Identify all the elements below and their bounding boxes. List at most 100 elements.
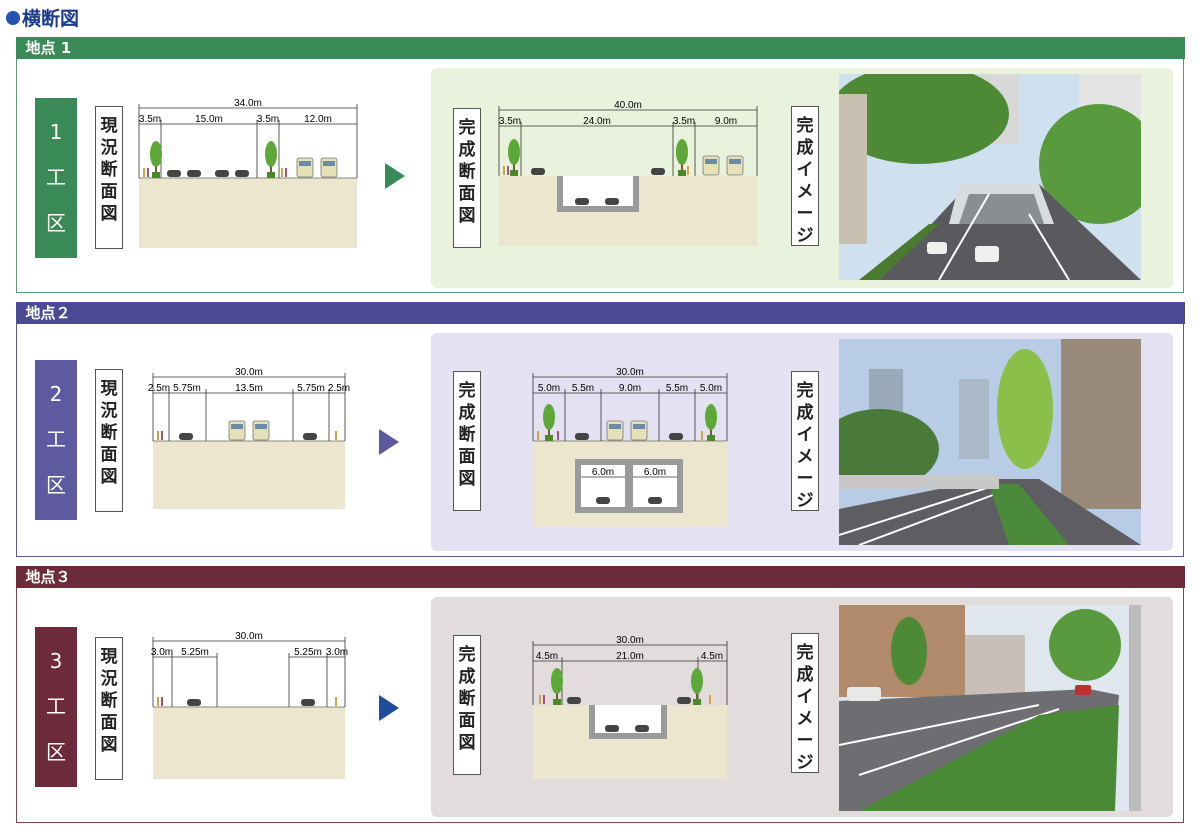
section-1: 地点 1 1 工 区 現 況 断 面 図 34.0m 3.5m 15.0m 3.… (15, 36, 1185, 293)
dim-seg: 9.0m (715, 116, 737, 127)
label-char: 完 (796, 116, 814, 136)
label-char: ー (796, 731, 814, 751)
dim-seg: 24.0m (583, 116, 611, 127)
work-zone-number: 2 (49, 382, 63, 407)
completion-image-3 (839, 605, 1141, 811)
work-zone-char: 区 (46, 739, 66, 764)
bus-icon (606, 420, 648, 441)
work-zone-char: 工 (46, 693, 66, 718)
car-icon (575, 433, 683, 440)
dim-seg: 3.0m (151, 647, 173, 658)
car-icon (596, 497, 662, 504)
dim-total: 30.0m (235, 631, 263, 642)
bus-icon (296, 157, 338, 178)
label-char: 面 (100, 182, 118, 202)
dim-seg: 5.0m (700, 383, 722, 394)
label-char: 完 (796, 643, 814, 663)
tree-icon (150, 141, 162, 178)
label-char: 成 (458, 667, 476, 687)
dim-total: 30.0m (616, 367, 644, 378)
label-char: 断 (100, 423, 118, 443)
label-char: 成 (458, 140, 476, 160)
dim-seg: 13.5m (235, 383, 263, 394)
arrow-right-icon (379, 695, 399, 721)
tree-icon (265, 141, 277, 178)
label-char: 現 (100, 379, 118, 399)
label-char: 成 (796, 665, 814, 685)
current-section-label: 現 況 断 面 図 (95, 369, 123, 512)
tunnel-dim: 6.0m (644, 467, 666, 478)
label-char: ジ (796, 226, 814, 246)
ground (153, 441, 345, 509)
dim-seg: 3.5m (499, 116, 521, 127)
section-3: 地点３ 3 工 区 現 況 断 面 図 30.0m 3.0m 5.25m 5.2… (15, 565, 1185, 823)
label-char: 完 (796, 381, 814, 401)
work-zone-char: 工 (46, 426, 66, 451)
page-title-text: 横断図 (22, 8, 80, 30)
label-char: 現 (100, 116, 118, 136)
finished-section-label: 完 成 断 面 図 (453, 635, 481, 775)
completion-image-2 (839, 339, 1141, 545)
label-char: 成 (796, 138, 814, 158)
finished-cross-section-1: 40.0m 3.5m 24.0m 3.5m 9.0m (498, 100, 758, 246)
label-char: 図 (458, 733, 476, 753)
tree-icon (705, 404, 717, 441)
label-char: 成 (458, 403, 476, 423)
finished-panel-2: 完 成 断 面 図 6.0m 6.0m 30.0m (431, 333, 1173, 551)
label-char: 完 (458, 118, 476, 138)
current-section-label: 現 況 断 面 図 (95, 637, 123, 780)
label-char: ジ (796, 753, 814, 773)
tree-icon (543, 404, 555, 441)
finished-image-label: 完 成 イ メ ー ジ (791, 371, 819, 511)
section-2: 地点２ 2 工 区 現 況 断 面 図 30.0m 2.5m 5.75m 13.… (15, 301, 1185, 557)
label-char: 面 (100, 445, 118, 465)
label-char: 成 (796, 403, 814, 423)
arrow-right-icon (385, 163, 405, 189)
car-icon (531, 168, 665, 205)
dim-seg: 3.5m (257, 114, 279, 125)
label-char: ー (796, 469, 814, 489)
label-char: 完 (458, 381, 476, 401)
label-char: 完 (458, 645, 476, 665)
label-char: 況 (100, 138, 118, 158)
car-icon (179, 433, 317, 440)
label-char: 面 (100, 713, 118, 733)
label-char: 図 (458, 206, 476, 226)
label-char: ー (796, 204, 814, 224)
work-zone-char: 区 (46, 472, 66, 497)
pedestrian-icon (157, 431, 337, 440)
dim-seg: 12.0m (304, 114, 332, 125)
label-char: イ (796, 160, 814, 180)
pedestrian-icon (157, 697, 337, 706)
label-char: 図 (458, 469, 476, 489)
bus-icon (702, 155, 744, 176)
twin-tunnel (575, 459, 683, 513)
finished-cross-section-3: 30.0m 4.5m 21.0m 4.5m (532, 635, 728, 779)
label-char: ジ (796, 491, 814, 511)
dim-seg: 4.5m (536, 651, 558, 662)
tree-icon (508, 139, 520, 176)
dim-seg: 5.75m (297, 383, 325, 394)
depressed-road (589, 705, 667, 739)
car-icon (187, 699, 315, 706)
finished-cross-section-2: 6.0m 6.0m 30.0m 5.0m 5.5m 9.0m 5.5m 5.0m (532, 367, 728, 527)
dim-seg: 21.0m (616, 651, 644, 662)
dim-seg: 2.5m (148, 383, 170, 394)
ground (153, 707, 345, 779)
tree-icon (676, 139, 688, 176)
label-char: 面 (458, 711, 476, 731)
finished-section-label: 完 成 断 面 図 (453, 371, 481, 511)
label-char: 断 (100, 160, 118, 180)
finished-image-label: 完 成 イ メ ー ジ (791, 633, 819, 773)
pedestrian-icon (537, 431, 703, 440)
dim-total: 34.0m (234, 98, 262, 109)
current-cross-section-3: 30.0m 3.0m 5.25m 5.25m 3.0m (151, 631, 348, 779)
dim-seg: 5.0m (538, 383, 560, 394)
pedestrian-icon (143, 168, 149, 177)
bullet-dot-icon (6, 10, 20, 25)
current-cross-section-2: 30.0m 2.5m 5.75m 13.5m 5.75m 2.5m (148, 367, 350, 509)
work-zone-2-label: 2 工 区 (35, 360, 77, 520)
dim-seg: 2.5m (328, 383, 350, 394)
tree-icon (691, 668, 703, 705)
finished-image-label: 完 成 イ メ ー ジ (791, 106, 819, 246)
